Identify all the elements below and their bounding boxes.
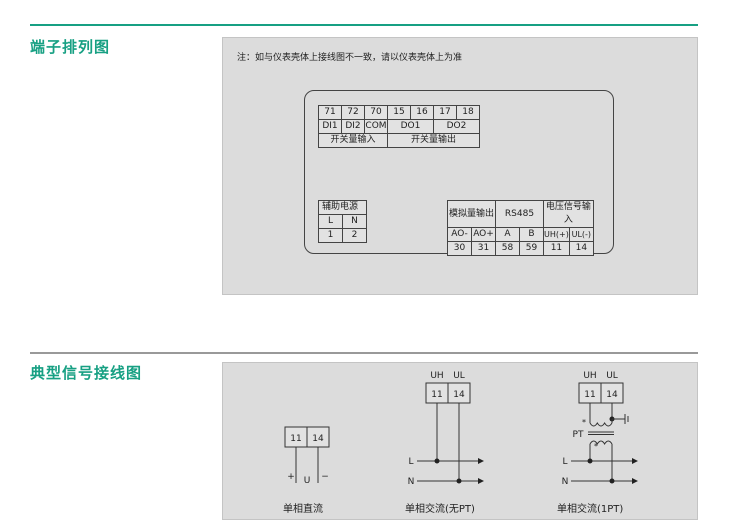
signal-section-title: 典型信号接线图	[30, 364, 143, 382]
terminal-number: 31	[471, 241, 496, 256]
ac-pt-wiring-diagram: UH UL 11 14 * PT *	[562, 371, 638, 487]
ac-pt-terminal-11: 11	[584, 390, 595, 400]
terminal-number: 70	[364, 105, 388, 120]
pt-label: PT	[573, 430, 584, 440]
terminal-number: 11	[543, 241, 570, 256]
terminal-number-row: 71 72 70 15 16 17 18	[318, 105, 480, 120]
terminal-label: DI2	[341, 119, 365, 134]
dc-terminal-14: 14	[312, 434, 324, 444]
top-divider	[30, 24, 698, 26]
terminal-number: 30	[447, 241, 472, 256]
terminal-label: DI1	[318, 119, 342, 134]
ac-no-pt-uh-label: UH	[430, 371, 443, 381]
terminal-label: AO-	[447, 227, 472, 242]
io-terminal-table: 模拟量输出 RS485 电压信号输入 AO- AO+ A B UH(+) UL(…	[447, 200, 594, 256]
terminal-number: 16	[410, 105, 434, 120]
pt-secondary-coil	[589, 422, 613, 427]
terminal-number: 58	[495, 241, 520, 256]
svg-text:*: *	[594, 442, 598, 451]
terminal-section-title: 端子排列图	[30, 38, 111, 56]
ac-no-pt-ul-label: UL	[453, 371, 465, 381]
ac-pt-line-l: L	[562, 457, 567, 467]
terminal-label: A	[495, 227, 520, 242]
terminal-label: DO2	[433, 119, 480, 134]
ac-pt-caption: 单相交流(1PT)	[557, 504, 624, 515]
terminal-number: 18	[456, 105, 480, 120]
terminal-label: UL(-)	[568, 227, 594, 242]
terminal-number: 14	[568, 241, 594, 256]
terminal-label-row: DI1 DI2 COM DO1 DO2	[318, 119, 480, 134]
io-label-row: AO- AO+ A B UH(+) UL(-)	[447, 227, 594, 242]
ac-pt-ul-label: UL	[606, 371, 618, 381]
dc-plus-sign: +	[287, 472, 295, 482]
pt-primary-coil	[589, 440, 613, 445]
terminal-number: 71	[318, 105, 342, 120]
dc-terminal-11: 11	[290, 434, 301, 444]
terminal-group-label: 模拟量输出	[447, 200, 496, 228]
svg-text:*: *	[582, 418, 586, 427]
ac-no-pt-wiring-diagram: UH UL 11 14 L N	[408, 371, 484, 487]
wiring-panel: 11 14 + U − UH UL 11 14 L N UH	[222, 362, 698, 520]
power-number-row: 1 2	[318, 228, 367, 243]
dc-u-label: U	[304, 476, 311, 486]
terminal-group-label: 电压信号输入	[543, 200, 594, 228]
terminal-group-label: RS485	[495, 200, 544, 228]
terminal-group-row: 开关量输入 开关量输出	[318, 133, 480, 148]
terminal-label: AO+	[471, 227, 496, 242]
terminal-note: 注：如与仪表壳体上接线图不一致，请以仪表壳体上为准	[237, 53, 463, 63]
terminal-number: 72	[341, 105, 365, 120]
ac-no-pt-line-n: N	[408, 477, 415, 487]
terminal-number: 15	[387, 105, 411, 120]
terminal-label: L	[318, 214, 343, 229]
ac-no-pt-line-l: L	[408, 457, 413, 467]
ac-no-pt-caption: 单相交流(无PT)	[405, 504, 475, 515]
power-title-row: 辅助电源	[318, 200, 367, 215]
power-label-row: L N	[318, 214, 367, 229]
terminal-group-label: 开关量输出	[387, 133, 480, 148]
ac-pt-uh-label: UH	[583, 371, 596, 381]
dc-wiring-diagram: 11 14 + U −	[284, 426, 330, 486]
terminal-number: 17	[433, 105, 457, 120]
terminal-label: N	[342, 214, 367, 229]
middle-divider	[30, 352, 698, 354]
power-terminal-table: 辅助电源 L N 1 2	[318, 200, 367, 243]
terminal-group-label: 开关量输入	[318, 133, 388, 148]
io-number-row: 30 31 58 59 11 14	[447, 241, 594, 256]
terminal-number: 2	[342, 228, 367, 243]
terminal-label: COM	[364, 119, 388, 134]
terminal-label: DO1	[387, 119, 434, 134]
ac-no-pt-terminal-14: 14	[453, 390, 465, 400]
io-group-row: 模拟量输出 RS485 电压信号输入	[447, 200, 594, 228]
ac-no-pt-terminal-11: 11	[431, 390, 442, 400]
wiring-diagrams: 11 14 + U − UH UL 11 14 L N UH	[284, 371, 638, 487]
ac-pt-line-n: N	[562, 477, 569, 487]
dc-minus-sign: −	[321, 472, 329, 482]
ac-pt-terminal-14: 14	[606, 390, 618, 400]
terminal-label: UH(+)	[543, 227, 570, 242]
terminal-number: 1	[318, 228, 343, 243]
dc-caption: 单相直流	[283, 504, 323, 515]
meter-outline: 71 72 70 15 16 17 18 DI1 DI2 COM DO1 DO2…	[304, 90, 614, 256]
power-title: 辅助电源	[318, 200, 367, 215]
terminal-panel: 注：如与仪表壳体上接线图不一致，请以仪表壳体上为准 71 72 70 15 16…	[222, 37, 698, 295]
digital-io-terminal-table: 71 72 70 15 16 17 18 DI1 DI2 COM DO1 DO2…	[318, 105, 480, 148]
terminal-label: B	[519, 227, 544, 242]
terminal-number: 59	[519, 241, 544, 256]
